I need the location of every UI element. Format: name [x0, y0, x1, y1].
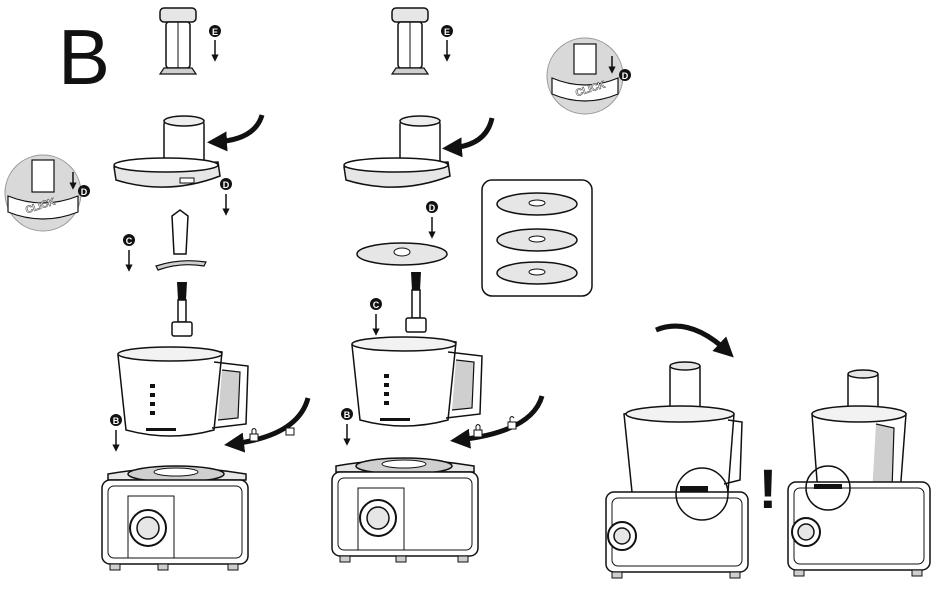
blade — [156, 210, 206, 270]
svg-text:B: B — [113, 416, 120, 426]
section-letter: B — [58, 13, 110, 101]
click-detail-callout: CLICK D — [5, 155, 90, 231]
assembled-unit-incorrect — [606, 326, 748, 578]
column-2-assembly: E D C — [332, 8, 631, 562]
drive-shaft — [172, 282, 192, 336]
drive-shaft — [406, 272, 426, 332]
callout-d: D — [426, 201, 438, 235]
callout-b: B — [110, 414, 122, 448]
assembled-unit-correct — [788, 370, 930, 576]
svg-text:D: D — [622, 71, 629, 81]
rotate-arrow-icon — [215, 115, 262, 142]
column-1-assembly: E D CLICK D — [5, 8, 308, 570]
click-detail-callout: CLICK D — [547, 38, 631, 114]
warning-mark: ! — [759, 457, 778, 520]
callout-c: C — [370, 298, 382, 332]
rotate-arrow-icon — [232, 398, 308, 444]
callout-e: E — [441, 25, 453, 58]
rotate-arrow-icon — [450, 118, 492, 148]
lock-closed-icon — [250, 429, 258, 442]
callout-c: C — [123, 234, 135, 268]
lid — [344, 116, 450, 187]
lock-closed-icon — [474, 425, 482, 438]
pusher — [160, 8, 196, 74]
svg-text:B: B — [344, 410, 351, 420]
rotate-arrow-icon — [656, 326, 728, 352]
svg-text:D: D — [81, 187, 88, 197]
bowl — [118, 347, 248, 436]
svg-text:D: D — [223, 180, 230, 190]
svg-text:C: C — [126, 236, 133, 246]
callout-e: E — [209, 25, 221, 58]
motor-base — [332, 458, 478, 562]
motor-base — [102, 466, 248, 570]
lock-open-icon — [508, 417, 516, 430]
callout-b: B — [341, 408, 353, 442]
svg-text:C: C — [373, 300, 380, 310]
pusher — [392, 8, 428, 74]
bowl — [352, 337, 482, 426]
svg-text:E: E — [444, 27, 450, 37]
slicing-disc — [357, 243, 447, 265]
svg-text:D: D — [429, 203, 436, 213]
disc-options-panel — [482, 180, 592, 296]
lid — [114, 116, 220, 187]
svg-text:E: E — [212, 27, 218, 37]
callout-d: D — [220, 178, 232, 212]
